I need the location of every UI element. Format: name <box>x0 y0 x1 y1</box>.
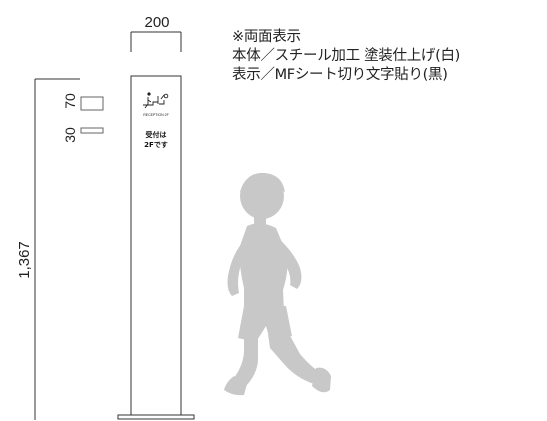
sign-main-text-line2: 2Fです <box>144 141 168 149</box>
upper-display-dimension <box>80 96 104 111</box>
logo-caption: RECEPTION 2F <box>143 113 168 117</box>
lower-display-label: 30 <box>62 127 78 143</box>
width-dimension-label: 200 <box>144 14 169 31</box>
reception-logo-icon <box>143 92 169 109</box>
height-dimension <box>34 78 80 420</box>
width-dimension <box>130 31 182 52</box>
sign-base-plate <box>117 414 195 420</box>
note-body-material: 本体／スチール加工 塗装仕上げ(白) <box>232 48 461 64</box>
sign-pillar <box>130 75 182 417</box>
note-display-material: 表示／MFシート切り文字貼り(黒) <box>232 67 448 83</box>
lower-display-dimension <box>80 127 104 134</box>
upper-display-label: 70 <box>62 93 78 109</box>
note-double-sided: ※両面表示 <box>232 29 301 45</box>
child-silhouette <box>224 172 331 396</box>
height-dimension-label: 1,367 <box>16 241 33 279</box>
spec-notes: ※両面表示 本体／スチール加工 塗装仕上げ(白) 表示／MFシート切り文字貼り(… <box>232 28 460 85</box>
sign-main-text-line1: 受付は <box>146 130 167 139</box>
